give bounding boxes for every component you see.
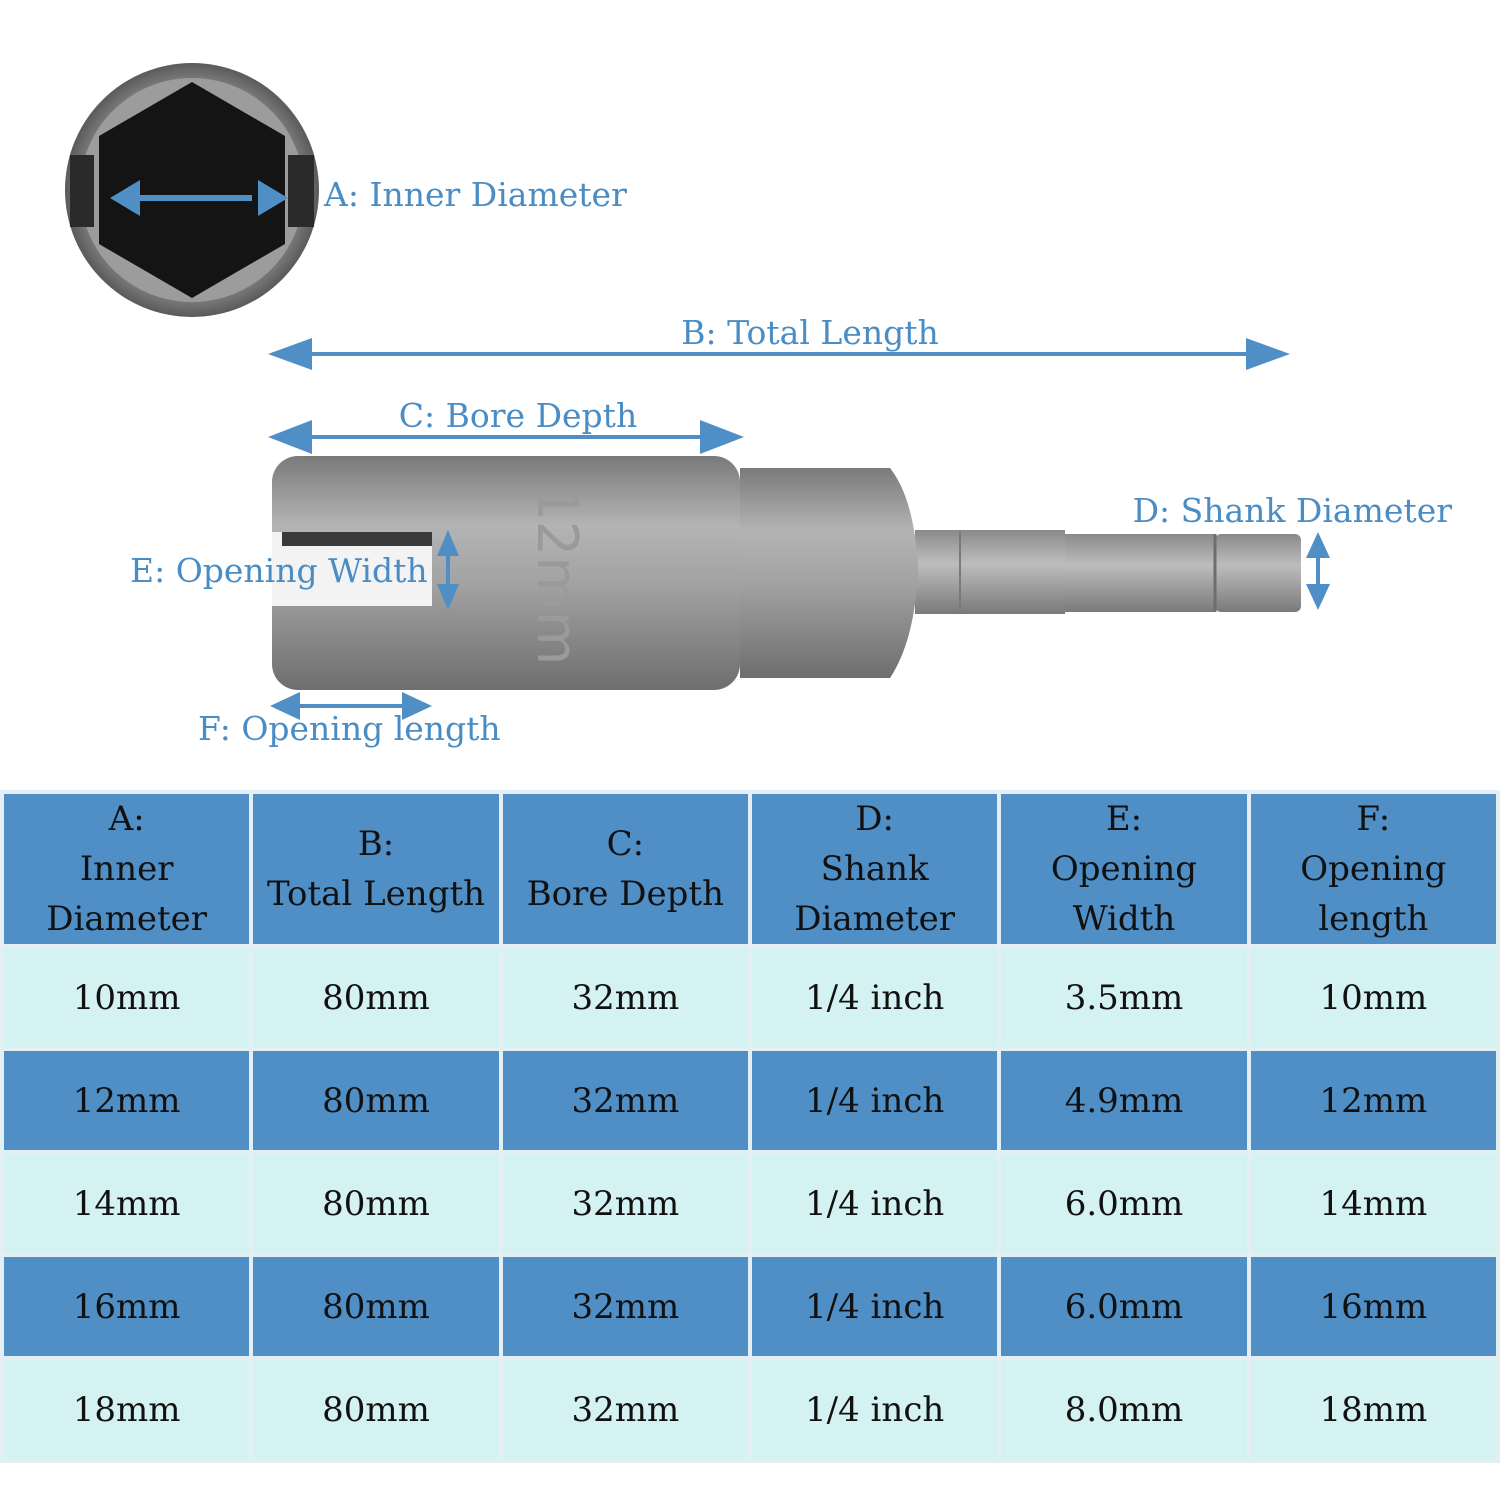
- socket-end-view: [65, 63, 319, 317]
- table-cell: 1/4 inch: [751, 948, 998, 1047]
- shank-tip: [1215, 534, 1301, 612]
- table-cell: 3.5mm: [1001, 948, 1247, 1047]
- arrow-head-icon: [700, 420, 744, 454]
- column-header-text: A:: [108, 799, 145, 839]
- table-cell: 80mm: [253, 1360, 499, 1459]
- column-header-text: F:: [1356, 799, 1391, 839]
- table-cell: 32mm: [502, 1360, 748, 1459]
- table-cell: 80mm: [253, 1154, 499, 1253]
- column-header-text: Bore Depth: [526, 874, 724, 914]
- table-cell: 80mm: [253, 1051, 499, 1150]
- arrow-head-icon: [110, 180, 140, 216]
- socket-slot-right: [288, 155, 314, 227]
- table-cell: 32mm: [502, 1051, 748, 1150]
- arrow-head-icon: [1306, 584, 1330, 610]
- label-inner-diameter: A: Inner Diameter: [323, 175, 627, 214]
- socket-hex-bore: [99, 82, 285, 298]
- column-header-text: Diameter: [794, 899, 956, 939]
- column-header: F: Opening length: [1250, 794, 1496, 944]
- column-header-text: Shank: [820, 849, 929, 889]
- table-cell: 18mm: [1250, 1360, 1496, 1459]
- shank-neck: [915, 530, 1065, 614]
- table-cell: 18mm: [4, 1360, 250, 1459]
- socket-body: [272, 456, 740, 690]
- column-header-text: Opening: [1300, 849, 1447, 889]
- arrow-head-icon: [258, 180, 288, 216]
- table-cell: 32mm: [502, 1257, 748, 1356]
- arrow-head-icon: [1246, 338, 1290, 370]
- column-header: B: Total Length: [253, 794, 499, 944]
- table-cell: 6.0mm: [1001, 1154, 1247, 1253]
- column-header: C: Bore Depth: [502, 794, 748, 944]
- arrow-head-icon: [402, 692, 432, 720]
- table-cell: 1/4 inch: [751, 1154, 998, 1253]
- arrow-head-icon: [437, 530, 459, 556]
- column-header-text: Diameter: [46, 899, 208, 939]
- column-header-text: Opening Width: [1050, 849, 1198, 939]
- table-cell: 32mm: [502, 1154, 748, 1253]
- table-cell: 14mm: [1250, 1154, 1496, 1253]
- shank-hex: [1065, 534, 1215, 612]
- table-cell: 12mm: [1250, 1051, 1496, 1150]
- socket-side-view: 12mm: [272, 456, 1301, 690]
- dimension-diagram: A: Inner Diameter B: Total Length C: Bor…: [65, 63, 1453, 748]
- column-header-text: Total Length: [266, 874, 486, 914]
- column-header-text: E:: [1105, 799, 1143, 839]
- label-opening-length: F: Opening length: [198, 709, 501, 748]
- label-opening-width: E: Opening Width: [130, 551, 428, 590]
- table-cell: 6.0mm: [1001, 1257, 1247, 1356]
- column-header-text: Inner: [79, 849, 174, 889]
- label-bore-depth: C: Bore Depth: [399, 396, 637, 435]
- column-header-text: D:: [855, 799, 894, 839]
- arrow-head-icon: [1306, 532, 1330, 558]
- table-cell: 1/4 inch: [751, 1051, 998, 1150]
- arrow-head-icon: [268, 338, 312, 370]
- socket-collar: [740, 468, 918, 678]
- arrow-head-icon: [270, 692, 300, 720]
- table-cell: 10mm: [1250, 948, 1496, 1047]
- arrow-head-icon: [268, 420, 312, 454]
- table-cell: 16mm: [4, 1257, 250, 1356]
- column-header-text: length: [1318, 899, 1429, 939]
- table-cell: 80mm: [253, 1257, 499, 1356]
- table-cell: 80mm: [253, 948, 499, 1047]
- table-cell: 16mm: [1250, 1257, 1496, 1356]
- table-cell: 32mm: [502, 948, 748, 1047]
- size-marking: 12mm: [524, 485, 589, 665]
- arrow-head-icon: [437, 584, 459, 610]
- column-header: E: Opening Width: [1001, 794, 1247, 944]
- socket-slot-left: [70, 155, 94, 227]
- table-cell: 12mm: [4, 1051, 250, 1150]
- label-total-length: B: Total Length: [681, 313, 939, 352]
- table-cell: 8.0mm: [1001, 1360, 1247, 1459]
- column-header-text: C:: [606, 824, 645, 864]
- table-cell: 1/4 inch: [751, 1360, 998, 1459]
- table-cell: 4.9mm: [1001, 1051, 1247, 1150]
- column-header-text: B:: [357, 824, 395, 864]
- table-cell: 1/4 inch: [751, 1257, 998, 1356]
- table-cell: 14mm: [4, 1154, 250, 1253]
- label-shank-diameter: D: Shank Diameter: [1133, 491, 1453, 530]
- table-cell: 10mm: [4, 948, 250, 1047]
